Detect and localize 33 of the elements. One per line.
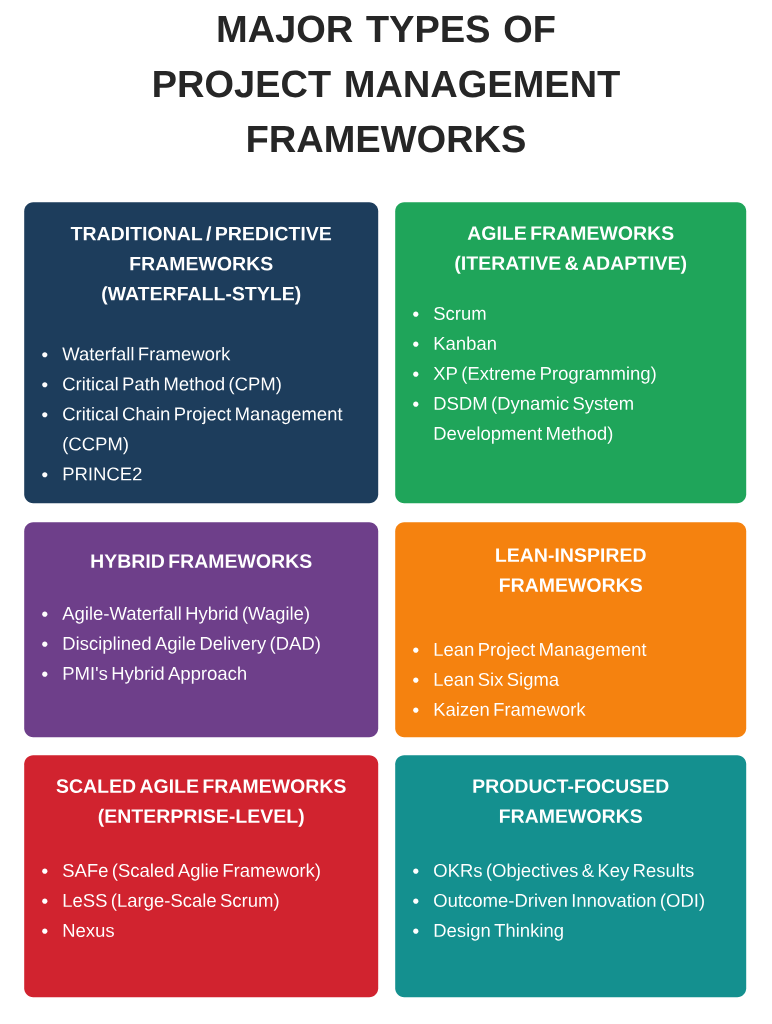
card-heading: SCALED AGILE FRAMEWORKS (ENTERPRISE-LEVEL) (56, 779, 346, 827)
list-item: Lean Project Management (413, 642, 647, 660)
list-item: Critical Chain Project Management (CCPM) (42, 406, 343, 455)
list-item: DSDM (Dynamic System Development Method) (413, 396, 633, 444)
card-heading: HYBRID FRAMEWORKS (91, 554, 312, 568)
list-item: Lean Six Sigma (413, 672, 560, 690)
list-item: Outcome-Driven Innovation (ODI) (413, 893, 704, 911)
framework-card (395, 202, 747, 504)
list-item: PRINCE2 (42, 467, 142, 481)
list-item: Disciplined Agile Delivery (DAD) (42, 636, 320, 654)
list-item: PMI's Hybrid Approach (42, 666, 246, 684)
framework-card (24, 202, 379, 504)
list-item: Kaizen Framework (413, 702, 586, 716)
list-item: Nexus (42, 924, 114, 937)
list-item: Scrum (413, 306, 486, 320)
card-heading: LEAN-INSPIRED FRAMEWORKS (496, 548, 646, 592)
title: MAJOR TYPES OF PROJECT MANAGEMENT FRAMEWORKS (154, 15, 620, 153)
list-item: XP (Extreme Programming) (413, 366, 656, 384)
framework-card (395, 755, 747, 998)
list-item: Critical Path Method (CPM) (42, 376, 281, 395)
card-heading: TRADITIONAL / PREDICTIVE FRAMEWORKS (WATERFALL-STYLE) (70, 226, 332, 305)
list-item: LeSS (Large-Scale Scrum) (42, 893, 279, 911)
list-item: SAFe (Scaled Aglie Framework) (42, 863, 320, 881)
framework-card (395, 522, 747, 738)
list-item: Kanban (413, 336, 496, 350)
framework-card (24, 755, 379, 998)
list-item: Design Thinking (413, 923, 563, 941)
list-item: Waterfall Framework (42, 346, 231, 361)
card-heading: AGILE FRAMEWORKS (ITERATIVE & ADAPTIVE) (455, 226, 687, 274)
list-item: Agile-Waterfall Hybrid (Wagile) (42, 606, 309, 624)
list-item: OKRs (Objectives & Key Results (413, 863, 694, 881)
framework-card (24, 522, 379, 738)
card-heading: PRODUCT-FOCUSED FRAMEWORKS (473, 779, 669, 823)
